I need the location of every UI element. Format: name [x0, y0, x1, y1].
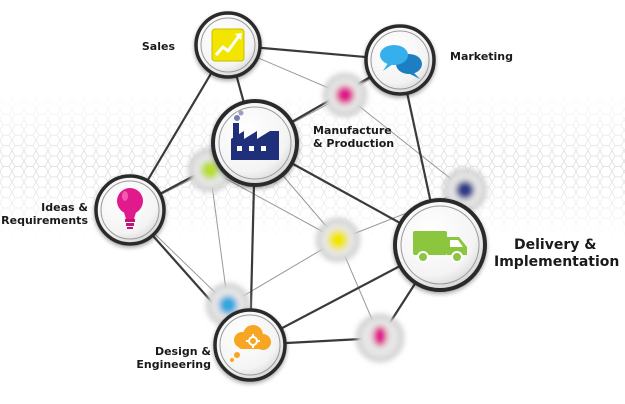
blurred-node-yellow-center	[316, 218, 360, 262]
manufacture-label-line2: & Production	[313, 137, 395, 151]
truck-icon	[413, 231, 467, 263]
design-label-line2: Engineering	[136, 358, 211, 372]
blurred-node-magenta-bottom	[356, 314, 404, 362]
marketing-label: Marketing	[450, 50, 513, 63]
ideas-label: Ideas & Requirements	[1, 201, 88, 227]
speech-bubbles-icon	[380, 45, 422, 79]
delivery-label: Delivery & Implementation	[494, 237, 619, 271]
design-label-line1: Design &	[154, 345, 211, 358]
lightbulb-icon	[117, 188, 143, 229]
marketing-label-text: Marketing	[450, 50, 514, 63]
ideas-label-line2: Requirements	[1, 214, 88, 228]
sales-label-text: Sales	[141, 40, 175, 53]
manufacture-label: Manufacture & Production	[313, 124, 394, 150]
manufacture-label-line1: Manufacture	[313, 124, 392, 137]
blurred-nodes	[188, 73, 487, 362]
blurred-node-magenta-top	[323, 73, 367, 117]
growth-chart-icon	[211, 28, 245, 62]
sales-label: Sales	[142, 40, 175, 53]
ideas-label-line1: Ideas &	[41, 201, 88, 214]
design-label: Design & Engineering	[136, 345, 211, 371]
factory-icon	[231, 110, 279, 160]
delivery-label-line1: Delivery &	[514, 237, 597, 253]
thought-cloud-gear-icon	[230, 325, 271, 362]
delivery-label-line2: Implementation	[494, 253, 620, 270]
